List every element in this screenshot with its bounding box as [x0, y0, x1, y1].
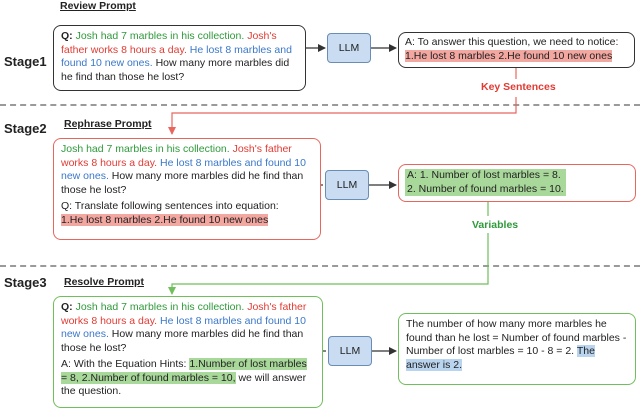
- distractor-sentence: Josh's father works 8 hours a day.: [61, 143, 292, 169]
- key-sentence: He lost 8 marbles and found 10 new ones.: [61, 314, 306, 341]
- question-sentence: How many more marbles did he find than t…: [61, 328, 304, 354]
- rephrase-answer-box: A: 1. Number of lost marbles = 8. 2. Num…: [398, 164, 636, 202]
- llm-block: LLM: [327, 33, 371, 63]
- context-sentence: Josh had 7 marbles in his collection.: [61, 143, 230, 155]
- answer-text: The number of how many more marbles he f…: [406, 318, 627, 357]
- stage2-label: Stage2: [4, 121, 47, 136]
- variables-connector: [168, 233, 489, 295]
- review-prompt-box: Q: Josh had 7 marbles in his collection.…: [53, 25, 306, 91]
- llm-block: LLM: [325, 170, 369, 200]
- review-answer-box: A: To answer this question, we need to n…: [398, 32, 635, 68]
- variables-label: Variables: [472, 219, 519, 231]
- hint-prefix: A: With the Equation Hints:: [61, 358, 190, 370]
- stage-divider: [0, 104, 640, 106]
- context-sentence: Josh had 7 marbles in his collection.: [75, 301, 245, 313]
- context-sentence: Josh had 7 marbles in his collection.: [75, 30, 245, 42]
- rephrase-instruction: Q: Translate following sentences into eq…: [61, 200, 279, 212]
- key-sentences-label: Key Sentences: [481, 81, 556, 93]
- hint-rest: we will answer the question.: [61, 371, 307, 398]
- rephrase-prompt-title: Rephrase Prompt: [64, 118, 152, 130]
- distractor-sentence: Josh's father works 8 hours a day.: [61, 30, 277, 56]
- q-prefix: Q:: [61, 301, 76, 313]
- resolve-answer-box: The number of how many more marbles he f…: [398, 313, 636, 385]
- key-sentence: He lost 8 marbles and found 10 new ones.: [61, 43, 292, 70]
- rephrase-prompt-box: Josh had 7 marbles in his collection. Jo…: [53, 138, 321, 240]
- key-sentences-highlight: 1.He lost 8 marbles 2.He found 10 new on…: [405, 49, 613, 62]
- key-sentences-connector: [168, 97, 517, 135]
- key-sentence: He lost 8 marbles and found 10 new ones.: [61, 156, 306, 183]
- variables-highlight: A: 1. Number of lost marbles = 8. 2. Num…: [405, 169, 566, 196]
- answer-line: A: To answer this question, we need to n…: [405, 36, 619, 48]
- resolve-prompt-title: Resolve Prompt: [64, 276, 144, 288]
- question-sentence: How many more marbles did he find than t…: [61, 170, 304, 196]
- llm-block: LLM: [328, 336, 372, 366]
- stage1-label: Stage1: [4, 54, 47, 69]
- distractor-sentence: Josh's father works 8 hours a day.: [61, 301, 307, 327]
- q-prefix: Q:: [61, 30, 76, 42]
- review-prompt-title: Review Prompt: [60, 0, 136, 12]
- key-sentences-highlight: 1.He lost 8 marbles 2.He found 10 new on…: [61, 213, 269, 226]
- stage3-label: Stage3: [4, 275, 47, 290]
- question-sentence: How many more marbles did he find than t…: [61, 57, 290, 83]
- stage-divider: [0, 265, 640, 267]
- resolve-prompt-box: Q: Josh had 7 marbles in his collection.…: [53, 296, 323, 408]
